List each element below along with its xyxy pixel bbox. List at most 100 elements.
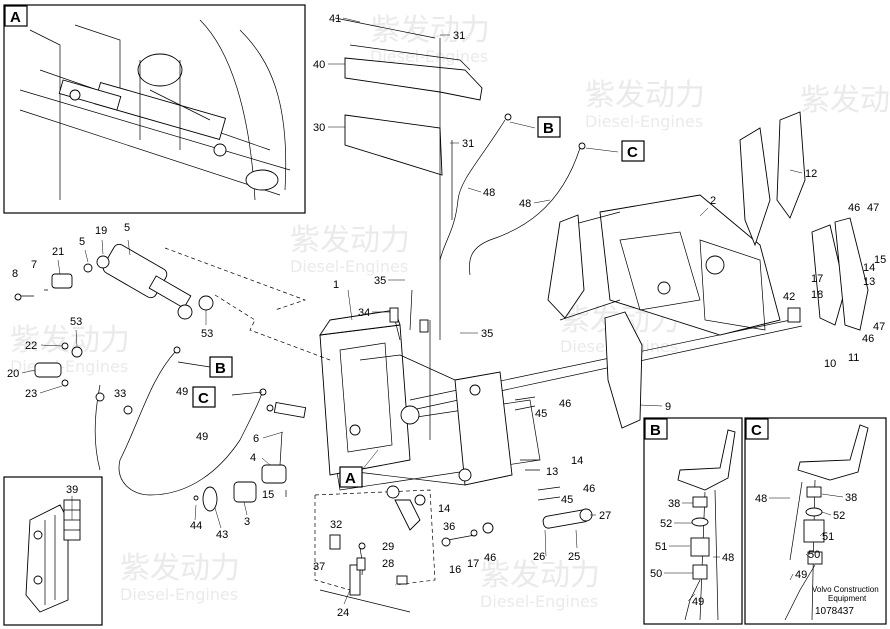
hoses-49: [94, 346, 267, 496]
callout-46: 46: [862, 333, 874, 345]
watermark-cn: 紫发动力: [585, 78, 705, 113]
reference-lines: [164, 247, 436, 591]
callout-45: 45: [561, 494, 573, 506]
callout-23: 23: [25, 388, 37, 400]
watermark-en: Diesel-Engines: [480, 592, 598, 611]
callout-22: 22: [25, 340, 37, 352]
callout-b49: 49: [692, 596, 704, 608]
bottom-center-parts: [319, 485, 426, 613]
callout-b50: 50: [650, 568, 662, 580]
callout-14: 14: [863, 262, 875, 274]
callout-18: 18: [811, 289, 823, 301]
callout-13: 13: [863, 276, 875, 288]
ref-c-label: C: [627, 144, 638, 161]
callout-2: 2: [710, 195, 716, 207]
callout-3: 3: [244, 516, 250, 528]
callout-32: 32: [330, 519, 342, 531]
callout-c49: 49: [795, 569, 807, 581]
callout-25: 25: [568, 551, 580, 563]
callout-45: 45: [535, 408, 547, 420]
callout-11: 11: [848, 352, 859, 364]
watermark-en: Diesel-Engines: [585, 112, 703, 131]
drum-assembly: [547, 111, 869, 429]
drawing-part-number: 1078437: [815, 606, 854, 617]
callout-9: 9: [665, 401, 671, 413]
callout-8: 8: [12, 268, 18, 280]
caption-line2: Equipment: [828, 594, 867, 603]
callout-b51: 51: [655, 541, 667, 553]
inset-frame-39: 39: [3, 476, 103, 626]
callout-53: 53: [70, 316, 82, 328]
callout-41: 41: [329, 13, 341, 25]
callout-36: 36: [443, 521, 455, 533]
callout-4: 4: [250, 452, 256, 464]
inset-frame-a: A: [3, 4, 306, 214]
watermark-cn: 紫发动力: [370, 13, 490, 48]
detail-frame-b: B 38 52 51 50 49 48: [643, 417, 743, 625]
callout-46: 46: [559, 398, 571, 410]
callout-46: 46: [583, 483, 595, 495]
frame-a-tag: [4, 5, 28, 27]
ref-a-label: A: [345, 470, 356, 487]
callout-b48: 48: [722, 552, 734, 564]
ref-box-b: [537, 116, 561, 138]
leader-lines: [21, 17, 803, 605]
hydraulic-hoses: [439, 113, 619, 276]
callout-26: 26: [533, 551, 545, 563]
callout-42: 42: [783, 291, 795, 303]
callout-1: 1: [333, 279, 339, 291]
callout-15: 15: [874, 254, 886, 266]
ref-c2-label: C: [198, 390, 209, 407]
callout-c38: 38: [845, 492, 857, 504]
frame-c-tag: [745, 418, 769, 440]
callout-b52: 52: [660, 518, 672, 530]
callout-21: 21: [52, 246, 64, 258]
callout-19: 19: [95, 225, 107, 237]
callout-47: 47: [873, 321, 885, 333]
ref-b2-label: B: [215, 360, 226, 377]
detail-frame-c: C 48 38 52 51 50 49 Volvo Construction E…: [744, 417, 887, 625]
watermark-cn: 紫发动力: [120, 551, 240, 586]
callout-17: 17: [467, 558, 479, 570]
callout-b38: 38: [668, 498, 680, 510]
callout-39: 39: [66, 484, 78, 496]
callout-35: 35: [374, 275, 386, 287]
callout-c48: 48: [755, 493, 767, 505]
watermark-cn: 紫发动力: [10, 323, 130, 358]
callout-labels: 41 31 40 30 31 48 48 2 12 46 47 14 15 13…: [7, 13, 886, 619]
callout-17: 17: [811, 273, 823, 285]
callout-31: 31: [462, 138, 474, 150]
callout-c50: 50: [808, 549, 820, 561]
callout-5: 5: [79, 236, 85, 248]
callout-30: 30: [313, 122, 325, 134]
callout-46: 46: [848, 202, 860, 214]
callout-53: 53: [201, 328, 213, 340]
frame-a-label: A: [10, 9, 21, 26]
callout-44: 44: [190, 520, 202, 532]
callout-37: 37: [313, 561, 325, 573]
watermark-cn: 紫发动力: [290, 223, 410, 258]
ref-box-c2: [192, 386, 216, 408]
callout-48: 48: [483, 187, 495, 199]
callout-16: 16: [449, 564, 461, 576]
callout-46: 46: [484, 552, 496, 564]
callout-c52: 52: [833, 510, 845, 522]
callout-31: 31: [453, 30, 465, 42]
callout-6: 6: [253, 433, 259, 445]
ref-b-label: B: [543, 120, 554, 137]
callout-5: 5: [124, 222, 130, 234]
callout-7: 7: [31, 259, 37, 271]
watermark-cn: 紫发动力: [480, 558, 600, 593]
callout-14: 14: [571, 455, 583, 467]
callout-10: 10: [824, 358, 836, 370]
callout-c51: 51: [822, 531, 834, 543]
callout-33: 33: [114, 388, 126, 400]
caption-line1: Volvo Construction: [812, 585, 879, 594]
callout-48: 48: [519, 198, 531, 210]
bottom-left-parts: [193, 401, 307, 512]
frame-b-tag: [644, 418, 668, 440]
ref-box-a: [339, 466, 363, 488]
watermark-cn: 紫发动力: [800, 83, 890, 118]
callout-43: 43: [216, 529, 228, 541]
